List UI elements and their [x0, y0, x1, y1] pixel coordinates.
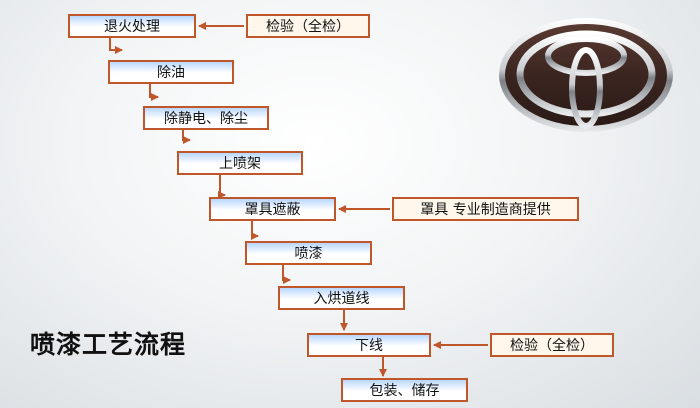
step-destatic-dedust: 除静电、除尘 [143, 106, 269, 130]
step-anneal: 退火处理 [68, 14, 196, 38]
step-pack-store: 包装、储存 [341, 378, 468, 402]
connector-4 [218, 175, 226, 199]
note-mask-supplier: 罩具 专业制造商提供 [392, 197, 579, 221]
step-degrease: 除油 [108, 60, 234, 84]
step-spray-paint: 喷漆 [245, 241, 372, 265]
note-inspection-2: 检验（全检） [490, 333, 614, 357]
step-masking: 罩具遮蔽 [209, 197, 336, 221]
connector-1 [109, 37, 123, 54]
toyota-emblem-icon [497, 16, 675, 138]
connector-5 [251, 220, 259, 240]
step-mount-rack: 上喷架 [177, 151, 303, 175]
step-offline: 下线 [307, 333, 431, 357]
connector-6 [282, 265, 291, 284]
note-inspection-1: 检验（全检） [246, 14, 370, 38]
diagram-title: 喷漆工艺流程 [30, 330, 187, 359]
connector-2 [149, 83, 159, 101]
connector-3 [182, 129, 191, 144]
step-oven-line: 入烘道线 [278, 286, 405, 310]
